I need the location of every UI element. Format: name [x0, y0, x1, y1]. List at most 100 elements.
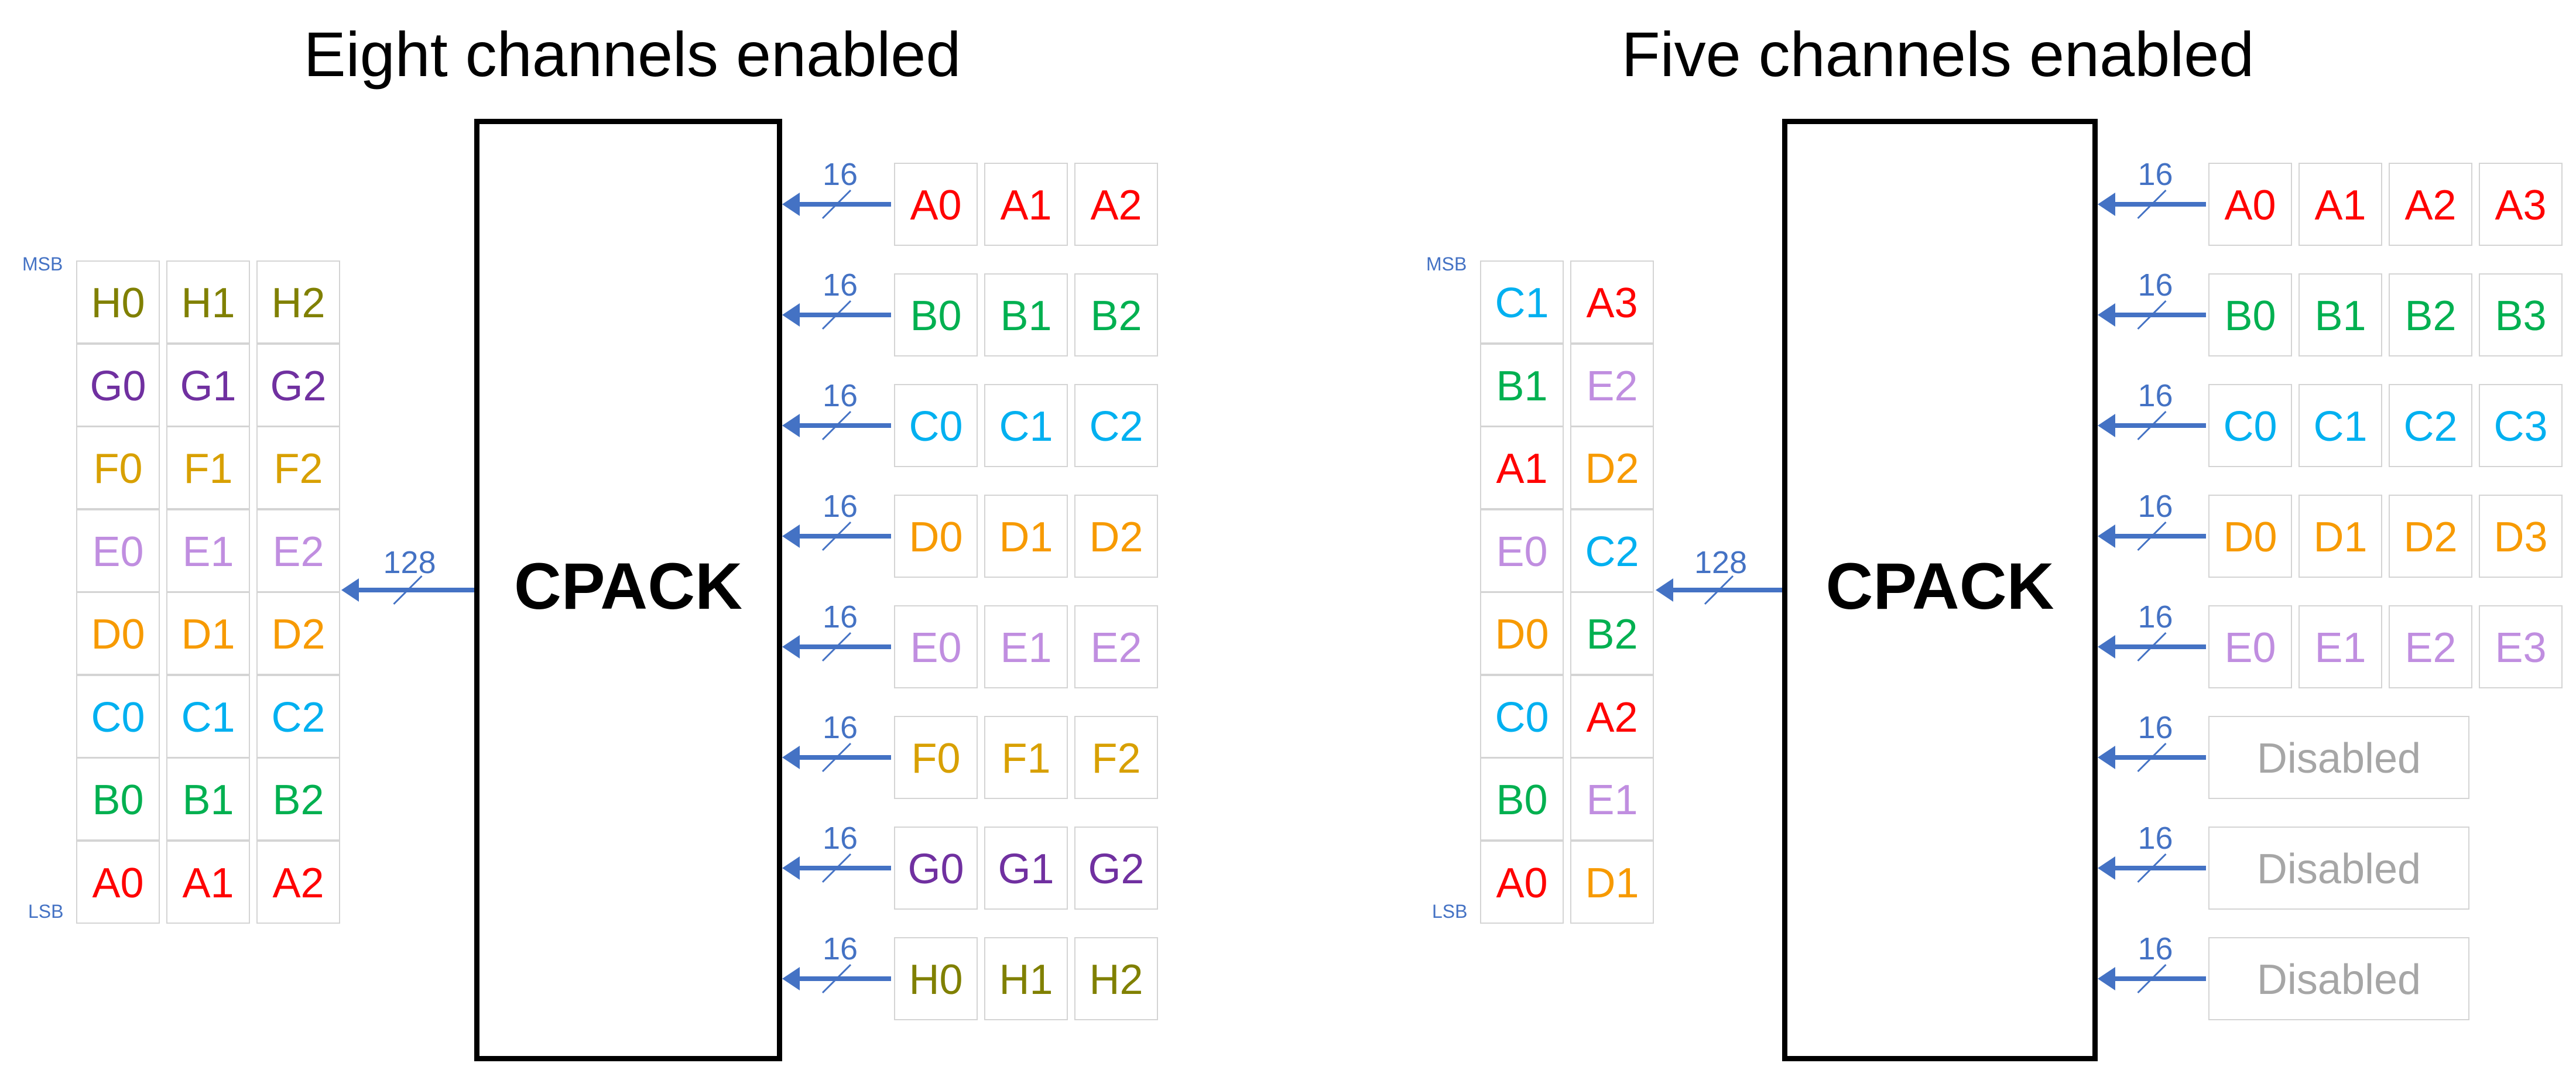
lsb-label: LSB — [28, 901, 64, 922]
input-sample-cell: A2 — [1074, 163, 1158, 246]
input-bus-width: 16 — [823, 157, 858, 192]
input-sample-cell: E3 — [2479, 605, 2563, 688]
output-cell: B1 — [166, 757, 250, 841]
input-sample-cell: H1 — [984, 937, 1068, 1020]
input-sample-cell: D3 — [2479, 495, 2563, 578]
panel-title: Five channels enabled — [1621, 19, 2255, 90]
output-cell: A0 — [1480, 840, 1564, 924]
output-cell: B0 — [1480, 757, 1564, 841]
input-sample-cell: F0 — [894, 716, 978, 799]
output-cell: A3 — [1570, 260, 1654, 344]
input-bus-width: 16 — [823, 931, 858, 966]
input-sample-cell: A0 — [894, 163, 978, 246]
cpack-block: CPACK — [1782, 119, 2098, 1061]
output-cell: D0 — [1480, 592, 1564, 675]
output-cell: A2 — [1570, 674, 1654, 758]
input-sample-cell: E2 — [2389, 605, 2472, 688]
output-cell: C1 — [166, 674, 250, 758]
input-sample-cell: E1 — [2298, 605, 2382, 688]
output-cell: C1 — [1480, 260, 1564, 344]
output-cell: A1 — [166, 840, 250, 924]
output-cell: F2 — [256, 426, 340, 509]
output-cell: C0 — [76, 674, 160, 758]
input-bus-width: 16 — [823, 378, 858, 413]
output-bus-width: 128 — [1694, 545, 1748, 580]
input-sample-cell: C2 — [1074, 384, 1158, 467]
output-cell: D0 — [76, 592, 160, 675]
output-cell: F0 — [76, 426, 160, 509]
input-sample-cell: A0 — [2208, 163, 2292, 246]
input-sample-cell: B1 — [984, 273, 1068, 356]
output-cell: D1 — [1570, 840, 1654, 924]
msb-label: MSB — [1426, 253, 1467, 275]
input-bus-width: 16 — [823, 268, 858, 303]
input-sample-cell: A3 — [2479, 163, 2563, 246]
disabled-channel: Disabled — [2208, 716, 2469, 799]
output-cell: D2 — [256, 592, 340, 675]
input-sample-cell: B2 — [1074, 273, 1158, 356]
panel-title: Eight channels enabled — [303, 19, 961, 90]
output-cell: E0 — [76, 509, 160, 592]
output-cell: D2 — [1570, 426, 1654, 509]
lsb-label: LSB — [1432, 901, 1468, 922]
cpack-label: CPACK — [514, 550, 742, 623]
msb-label: MSB — [22, 253, 63, 275]
input-sample-cell: D1 — [984, 495, 1068, 578]
output-cell: H0 — [76, 260, 160, 344]
output-cell: B2 — [1570, 592, 1654, 675]
input-bus-width: 16 — [2137, 378, 2173, 413]
input-bus-width: 16 — [2137, 710, 2173, 745]
output-cell: F1 — [166, 426, 250, 509]
input-sample-cell: A2 — [2389, 163, 2472, 246]
input-sample-cell: C1 — [984, 384, 1068, 467]
output-bus-width: 128 — [383, 545, 436, 580]
input-sample-cell: B0 — [2208, 273, 2292, 356]
output-cell: E1 — [1570, 757, 1654, 841]
input-sample-cell: C0 — [2208, 384, 2292, 467]
output-cell: E2 — [1570, 343, 1654, 427]
input-sample-cell: F1 — [984, 716, 1068, 799]
input-sample-cell: A1 — [2298, 163, 2382, 246]
output-cell: D1 — [166, 592, 250, 675]
input-bus-width: 16 — [2137, 489, 2173, 524]
output-cell: B2 — [256, 757, 340, 841]
cpack-block: CPACK — [474, 119, 782, 1061]
output-cell: B1 — [1480, 343, 1564, 427]
output-cell: A2 — [256, 840, 340, 924]
input-sample-cell: B3 — [2479, 273, 2563, 356]
input-sample-cell: D0 — [2208, 495, 2292, 578]
input-sample-cell: H2 — [1074, 937, 1158, 1020]
input-bus-width: 16 — [2137, 821, 2173, 856]
input-sample-cell: G0 — [894, 827, 978, 910]
output-cell: A1 — [1480, 426, 1564, 509]
input-sample-cell: E2 — [1074, 605, 1158, 688]
output-cell: H2 — [256, 260, 340, 344]
input-sample-cell: C3 — [2479, 384, 2563, 467]
input-sample-cell: F2 — [1074, 716, 1158, 799]
output-cell: H1 — [166, 260, 250, 344]
output-cell: E2 — [256, 509, 340, 592]
input-bus-width: 16 — [823, 489, 858, 524]
output-cell: G2 — [256, 343, 340, 427]
input-sample-cell: D1 — [2298, 495, 2382, 578]
output-cell: G1 — [166, 343, 250, 427]
input-bus-width: 16 — [2137, 931, 2173, 966]
disabled-channel: Disabled — [2208, 937, 2469, 1020]
output-cell: B0 — [76, 757, 160, 841]
cpack-label: CPACK — [1825, 550, 2054, 623]
input-sample-cell: E0 — [2208, 605, 2292, 688]
input-bus-width: 16 — [823, 599, 858, 635]
output-cell: G0 — [76, 343, 160, 427]
input-sample-cell: C2 — [2389, 384, 2472, 467]
input-sample-cell: B1 — [2298, 273, 2382, 356]
input-bus-width: 16 — [2137, 157, 2173, 192]
input-bus-width: 16 — [2137, 599, 2173, 635]
input-sample-cell: A1 — [984, 163, 1068, 246]
input-sample-cell: D0 — [894, 495, 978, 578]
input-sample-cell: C1 — [2298, 384, 2382, 467]
input-sample-cell: D2 — [1074, 495, 1158, 578]
output-cell: C2 — [1570, 509, 1654, 592]
input-sample-cell: G1 — [984, 827, 1068, 910]
input-sample-cell: C0 — [894, 384, 978, 467]
